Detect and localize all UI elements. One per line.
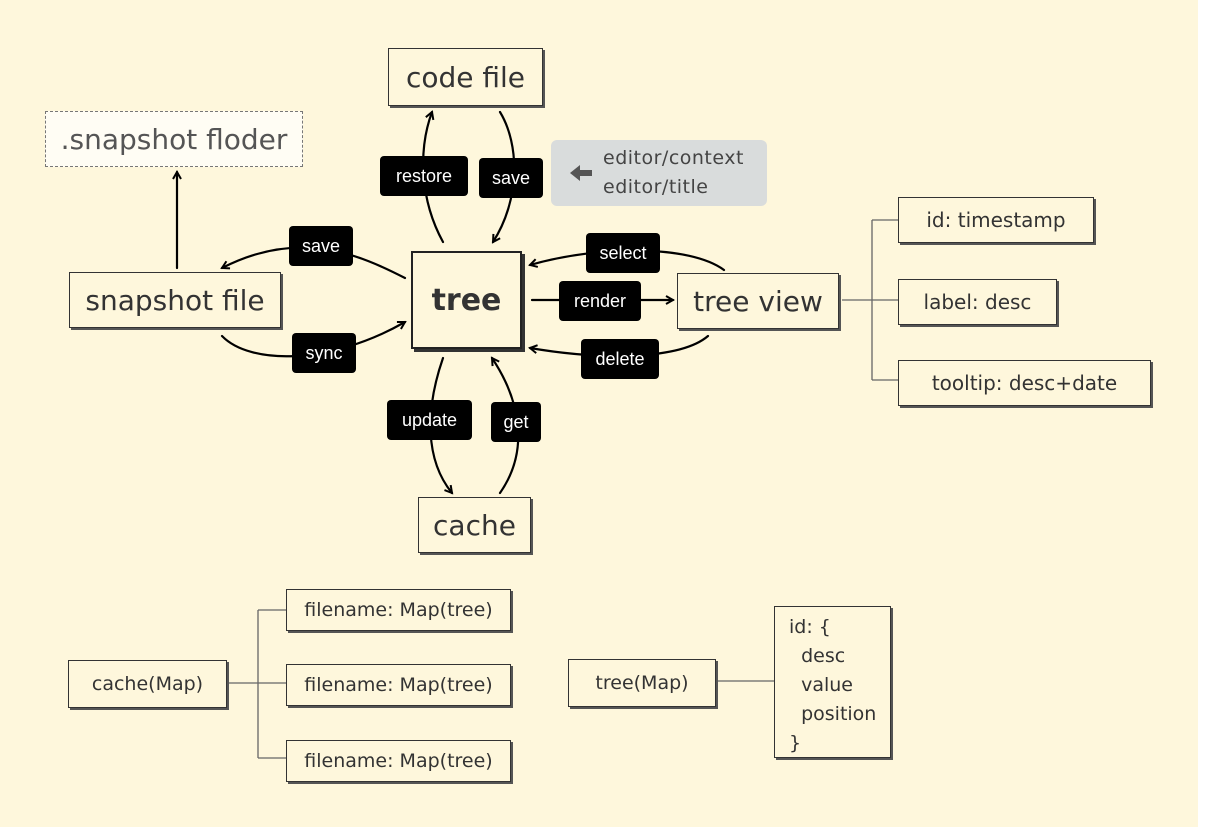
note-line-editor-context: editor/context — [603, 147, 744, 169]
tree-view-node[interactable]: tree view — [677, 273, 839, 329]
note-text: editor/context editor/title — [603, 144, 744, 202]
edge-label-delete: delete — [581, 339, 659, 379]
tree-map-node[interactable]: tree(Map) — [568, 659, 716, 707]
filename-map-3-node[interactable]: filename: Map(tree) — [286, 740, 511, 782]
edge-label-sync: sync — [292, 333, 356, 373]
edge-label-select: select — [586, 233, 660, 273]
label-desc-node[interactable]: label: desc — [898, 279, 1057, 325]
treeview-bracket — [842, 219, 898, 381]
cache-node[interactable]: cache — [418, 497, 531, 553]
filename-map-2-node[interactable]: filename: Map(tree) — [286, 664, 511, 706]
edge-label-restore: restore — [380, 156, 468, 196]
snapshot-folder-node[interactable]: .snapshot floder — [45, 111, 303, 167]
id-timestamp-node[interactable]: id: timestamp — [898, 197, 1094, 243]
cachemap-bracket — [228, 609, 286, 759]
filename-map-1-node[interactable]: filename: Map(tree) — [286, 589, 511, 631]
arrow-left-icon — [570, 165, 592, 181]
editor-context-note: editor/context editor/title — [551, 140, 767, 206]
note-line-editor-title: editor/title — [603, 176, 709, 198]
edge-label-get: get — [491, 402, 541, 442]
edge-label-render: render — [559, 281, 641, 321]
cache-map-node[interactable]: cache(Map) — [68, 660, 227, 708]
edge-label-save-snapshot: save — [289, 226, 353, 266]
code-file-node[interactable]: code file — [388, 48, 543, 106]
edge-label-update: update — [387, 400, 472, 440]
tree-map-detail-node[interactable]: id: { desc value position } — [774, 606, 891, 758]
edge-label-save-code: save — [479, 158, 543, 198]
tooltip-node[interactable]: tooltip: desc+date — [898, 360, 1151, 406]
tree-node[interactable]: tree — [411, 251, 522, 349]
snapshot-file-node[interactable]: snapshot file — [69, 272, 281, 328]
